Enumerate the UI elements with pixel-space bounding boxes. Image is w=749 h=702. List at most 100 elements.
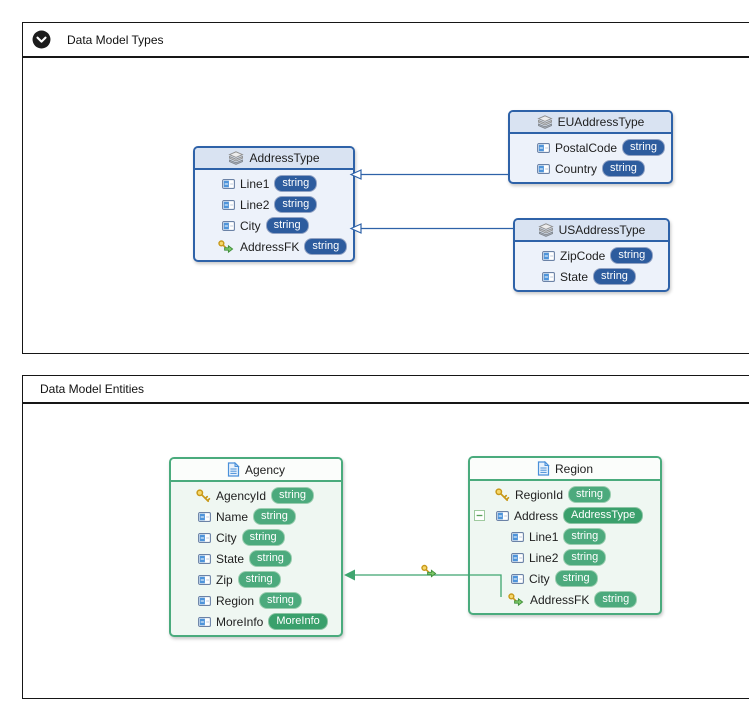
- field-name: AddressFK: [240, 239, 300, 254]
- collapse-panel-button-chevron-down-icon[interactable]: [32, 30, 51, 49]
- field-row-country[interactable]: Country string: [510, 158, 671, 179]
- field-name: AgencyId: [216, 488, 267, 503]
- field-name: Name: [216, 509, 249, 524]
- property-icon: [511, 532, 524, 542]
- panel-title: Data Model Types: [67, 32, 164, 47]
- complex-type-icon: [537, 115, 553, 129]
- field-row-zip[interactable]: Zip string: [171, 569, 341, 590]
- field-row-postalcode[interactable]: PostalCode string: [510, 137, 671, 158]
- field-type-badge[interactable]: string: [274, 196, 318, 213]
- field-row-addressfk[interactable]: AddressFK string: [470, 589, 660, 610]
- field-name: Address: [514, 508, 559, 523]
- field-type-badge[interactable]: string: [602, 160, 645, 177]
- property-icon: [511, 574, 524, 584]
- field-row-state[interactable]: State string: [515, 266, 668, 287]
- field-type-badge[interactable]: string: [271, 487, 314, 504]
- property-icon: [198, 596, 211, 606]
- field-type-badge[interactable]: string: [593, 268, 636, 285]
- field-row-line1[interactable]: Line1 string: [470, 526, 660, 547]
- field-name: AddressFK: [530, 592, 590, 607]
- collapse-minus-icon[interactable]: [474, 510, 485, 521]
- field-row-regionid[interactable]: RegionId string: [470, 484, 660, 505]
- type-box-body: PostalCode string Country string: [510, 134, 671, 182]
- type-title: EUAddressType: [557, 115, 645, 129]
- field-name: City: [240, 218, 261, 233]
- type-title: AddressType: [249, 151, 320, 165]
- field-type-badge[interactable]: string: [259, 592, 302, 609]
- field-row-state[interactable]: State string: [171, 548, 341, 569]
- type-box-usaddresstype[interactable]: USAddressType ZipCode string State strin…: [513, 218, 670, 292]
- field-row-line1[interactable]: Line1 string: [195, 173, 353, 194]
- field-name: Line2: [240, 197, 270, 212]
- entity-box-body: RegionId string Address AddressType Line…: [470, 481, 660, 613]
- field-type-badge[interactable]: MoreInfo: [268, 613, 328, 630]
- field-type-badge[interactable]: string: [563, 549, 607, 566]
- field-row-name[interactable]: Name string: [171, 506, 341, 527]
- type-box-euaddresstype[interactable]: EUAddressType PostalCode string Country …: [508, 110, 673, 184]
- field-row-agencyid[interactable]: AgencyId string: [171, 485, 341, 506]
- complex-type-icon: [538, 223, 554, 237]
- field-row-address[interactable]: Address AddressType: [470, 505, 660, 526]
- entity-document-icon: [537, 461, 550, 476]
- field-row-city[interactable]: City string: [195, 215, 353, 236]
- field-type-badge[interactable]: string: [304, 238, 348, 255]
- field-name: ZipCode: [560, 248, 606, 263]
- field-row-city[interactable]: City string: [470, 568, 660, 589]
- field-type-badge[interactable]: string: [563, 528, 607, 545]
- field-name: City: [529, 571, 550, 586]
- field-type-badge[interactable]: string: [568, 486, 611, 503]
- field-name: RegionId: [515, 487, 564, 502]
- field-type-badge[interactable]: string: [594, 591, 638, 608]
- field-name: Line1: [240, 176, 270, 191]
- field-row-city[interactable]: City string: [171, 527, 341, 548]
- field-type-badge[interactable]: string: [241, 529, 285, 546]
- field-name: PostalCode: [555, 140, 618, 155]
- entity-box-body: AgencyId string Name string City string …: [171, 482, 341, 635]
- field-type-badge[interactable]: string: [622, 139, 665, 156]
- primary-key-icon: [494, 487, 510, 503]
- field-row-line2[interactable]: Line2 string: [195, 194, 353, 215]
- field-row-zipcode[interactable]: ZipCode string: [515, 245, 668, 266]
- type-box-header[interactable]: USAddressType: [515, 220, 668, 242]
- type-box-body: ZipCode string State string: [515, 242, 668, 290]
- field-row-line2[interactable]: Line2 string: [470, 547, 660, 568]
- field-type-badge[interactable]: string: [253, 508, 296, 525]
- entity-title: Region: [554, 461, 594, 476]
- field-name: Line1: [529, 529, 559, 544]
- field-row-region[interactable]: Region string: [171, 590, 341, 611]
- type-box-header[interactable]: AddressType: [195, 148, 353, 170]
- entity-document-icon: [227, 462, 240, 477]
- property-icon: [222, 200, 235, 210]
- panel-types-header: Data Model Types: [23, 23, 749, 58]
- property-icon: [511, 553, 524, 563]
- field-type-badge[interactable]: string: [274, 175, 318, 192]
- complex-type-icon: [228, 151, 244, 165]
- panel-title: Data Model Entities: [40, 382, 145, 396]
- property-icon: [537, 143, 550, 153]
- panel-entities-header: Data Model Entities: [23, 376, 749, 404]
- type-box-addresstype[interactable]: AddressType Line1 string Line2 string Ci…: [193, 146, 355, 262]
- field-type-badge[interactable]: string: [237, 571, 281, 588]
- field-name: Region: [216, 593, 255, 608]
- field-type-badge[interactable]: string: [610, 247, 654, 264]
- entity-box-header[interactable]: Agency: [171, 459, 341, 482]
- field-row-moreinfo[interactable]: MoreInfo MoreInfo: [171, 611, 341, 632]
- property-icon: [222, 179, 235, 189]
- property-icon: [496, 511, 509, 521]
- field-name: City: [216, 530, 237, 545]
- type-box-header[interactable]: EUAddressType: [510, 112, 671, 134]
- entity-box-region[interactable]: Region RegionId string Address AddressTy…: [468, 456, 662, 615]
- field-row-addressfk[interactable]: AddressFK string: [195, 236, 353, 257]
- property-icon: [198, 554, 211, 564]
- field-type-badge[interactable]: string: [265, 217, 309, 234]
- entity-box-header[interactable]: Region: [470, 458, 660, 481]
- property-icon: [198, 533, 211, 543]
- property-icon: [198, 617, 211, 627]
- entity-title: Agency: [244, 462, 286, 477]
- entity-box-agency[interactable]: Agency AgencyId string Name string City …: [169, 457, 343, 637]
- property-icon: [198, 575, 211, 585]
- field-type-badge[interactable]: string: [554, 570, 598, 587]
- field-type-badge[interactable]: string: [249, 550, 292, 567]
- field-type-badge[interactable]: AddressType: [563, 507, 644, 524]
